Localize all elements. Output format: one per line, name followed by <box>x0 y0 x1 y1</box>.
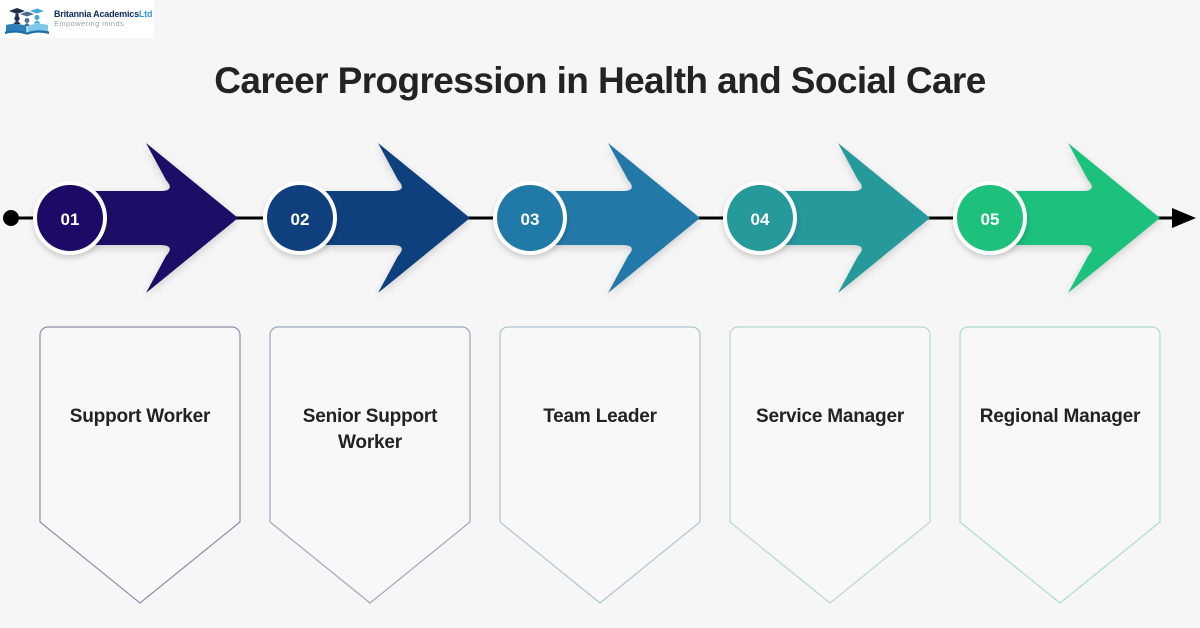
arrow-barbed-4 <box>758 143 930 293</box>
role-card-4[interactable]: Service Manager <box>729 326 931 604</box>
graduation-book-logo-icon <box>5 8 49 35</box>
card-shape-1 <box>39 326 241 604</box>
card-shape-2 <box>269 326 471 604</box>
brand-name: Britannia AcademicsLtd <box>54 8 153 19</box>
card-shape-3 <box>499 326 701 604</box>
step-number-4: 04 <box>751 210 770 229</box>
card-shape-5 <box>959 326 1161 604</box>
timeline-step-4[interactable]: 04 <box>723 143 930 293</box>
page-title: Career Progression in Health and Social … <box>214 60 986 101</box>
role-card-label-2: Senior Support Worker <box>302 406 438 454</box>
step-circle-2 <box>267 185 333 251</box>
arrow-barbed-3 <box>528 143 700 293</box>
timeline-end-arrowhead <box>1172 208 1196 228</box>
arrow-barbed-2 <box>298 143 470 293</box>
timeline-start-dot <box>3 210 19 226</box>
brand-name-main: Britannia Academics <box>54 8 139 19</box>
card-shape-4 <box>729 326 931 604</box>
role-card-2[interactable]: Senior Support Worker <box>269 326 471 604</box>
brand-logo-text: Britannia AcademicsLtd Empowering minds <box>54 8 153 29</box>
career-progression-timeline: 01 02 03 04 05 <box>0 130 1200 310</box>
role-card-label-3: Team Leader <box>543 406 657 427</box>
role-card-3[interactable]: Team Leader <box>499 326 701 604</box>
step-circle-1 <box>37 185 103 251</box>
step-number-2: 02 <box>291 210 310 229</box>
timeline-step-2[interactable]: 02 <box>263 143 470 293</box>
arrow-barbed-5 <box>988 143 1160 293</box>
timeline-step-3[interactable]: 03 <box>493 143 700 293</box>
role-card-label-5: Regional Manager <box>979 406 1141 427</box>
brand-tagline: Empowering minds <box>54 19 125 29</box>
step-circle-4 <box>727 185 793 251</box>
timeline-step-5[interactable]: 05 <box>953 143 1160 293</box>
role-card-label-1: Support Worker <box>69 406 211 427</box>
role-card-row: Support Worker Senior Support Worker Tea… <box>0 320 1200 615</box>
role-card-label-4: Service Manager <box>755 406 905 427</box>
brand-logo: Britannia AcademicsLtd Empowering minds <box>0 0 154 38</box>
step-number-3: 03 <box>521 210 540 229</box>
timeline-step-1[interactable]: 01 <box>33 143 238 293</box>
step-circle-3 <box>497 185 563 251</box>
arrow-barbed-1 <box>66 143 238 293</box>
step-number-5: 05 <box>981 210 1000 229</box>
role-card-1[interactable]: Support Worker <box>39 326 241 604</box>
role-card-5[interactable]: Regional Manager <box>959 326 1161 604</box>
brand-name-suffix: Ltd <box>138 8 153 19</box>
step-circle-5 <box>957 185 1023 251</box>
step-number-1: 01 <box>61 210 80 229</box>
